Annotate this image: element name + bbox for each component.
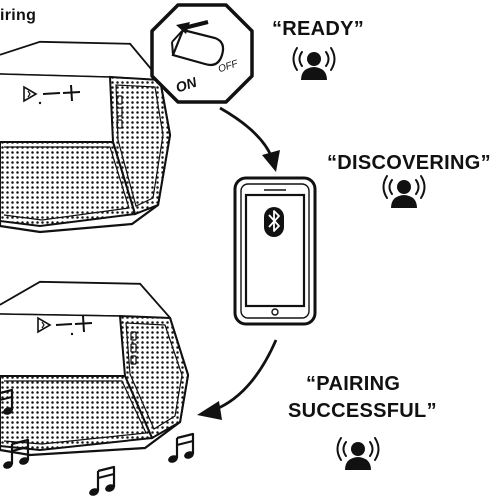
smartphone bbox=[235, 178, 315, 324]
speaking-person-icon bbox=[294, 48, 335, 80]
pairing-successful-label-line2: SUCCESSFUL” bbox=[288, 400, 437, 423]
pairing-successful-label-line1: “PAIRING bbox=[306, 373, 400, 396]
power-switch-step: ON OFF bbox=[152, 5, 252, 102]
speaking-person-icon bbox=[384, 176, 425, 208]
discovering-label: “DISCOVERING” bbox=[327, 152, 491, 175]
bluetooth-icon bbox=[264, 207, 284, 237]
speaking-person-icon bbox=[338, 438, 379, 470]
page-title: iring bbox=[0, 7, 36, 25]
ready-label: “READY” bbox=[272, 18, 364, 41]
speaker-top bbox=[0, 42, 170, 232]
arrow-phone-to-speaker bbox=[197, 340, 276, 420]
arrow-switch-to-phone bbox=[220, 108, 280, 172]
speaker-bottom bbox=[0, 282, 188, 455]
music-note-icon bbox=[167, 434, 195, 464]
minus-icon bbox=[56, 324, 72, 325]
music-note-icon bbox=[88, 467, 116, 497]
minus-icon bbox=[43, 93, 60, 94]
